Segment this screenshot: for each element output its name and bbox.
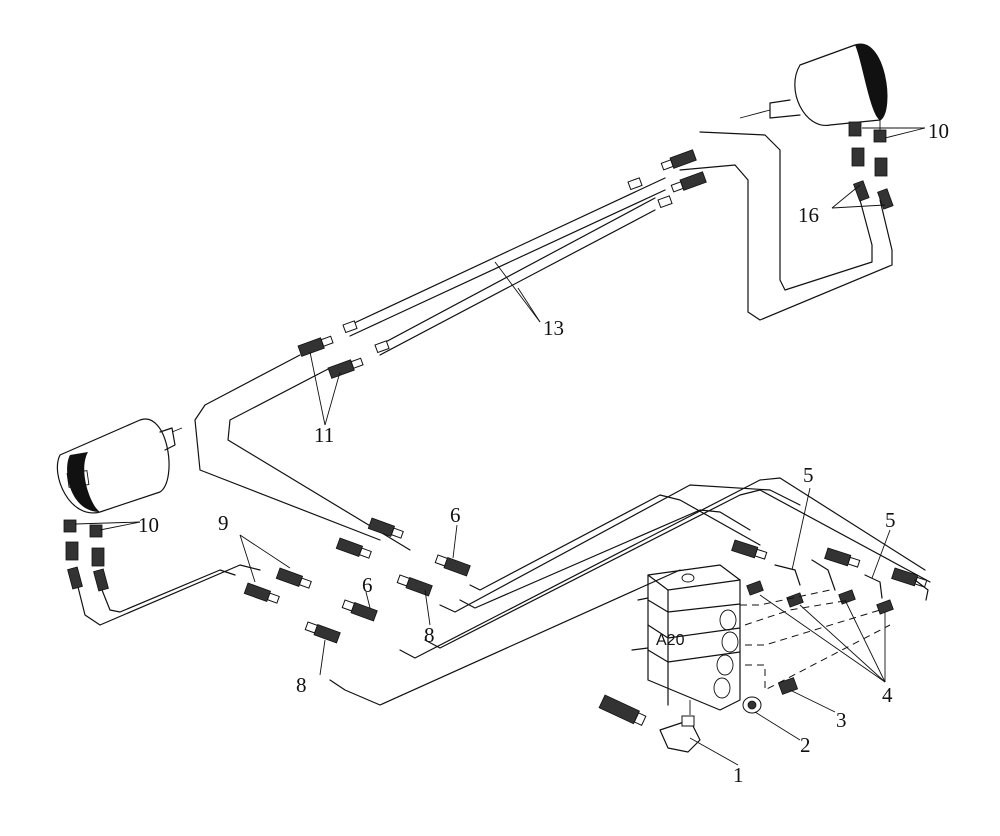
callout-10-left: 10 (138, 513, 159, 537)
fittings (63, 121, 929, 644)
leader-lines (74, 127, 926, 766)
callout-6b: 6 (362, 573, 373, 597)
callout-6a: 6 (450, 503, 461, 527)
callout-16: 16 (798, 203, 819, 227)
elbow-fitting-part-1 (598, 694, 701, 753)
callout-8a: 8 (424, 623, 435, 647)
callout-5a: 5 (803, 463, 814, 487)
distributor-block-a20: A20 (631, 564, 891, 715)
block-label: A20 (656, 632, 685, 649)
callout-1: 1 (733, 763, 744, 787)
plug-part-2 (742, 696, 762, 714)
callout-2: 2 (800, 733, 811, 757)
hose-routes (74, 131, 931, 706)
callout-9: 9 (218, 511, 229, 535)
callout-3: 3 (836, 708, 847, 732)
cylinder-upper-right (739, 43, 888, 130)
callout-8b: 8 (296, 673, 307, 697)
callout-labels: 1 2 3 4 5 5 6 6 8 8 9 10 10 11 13 16 (138, 119, 949, 787)
callout-13: 13 (543, 316, 564, 340)
cylinder-left (56, 418, 183, 514)
callout-10-right: 10 (928, 119, 949, 143)
callout-5b: 5 (885, 508, 896, 532)
plug-part-3 (777, 677, 799, 695)
callout-11: 11 (314, 423, 334, 447)
callout-4: 4 (882, 683, 893, 707)
